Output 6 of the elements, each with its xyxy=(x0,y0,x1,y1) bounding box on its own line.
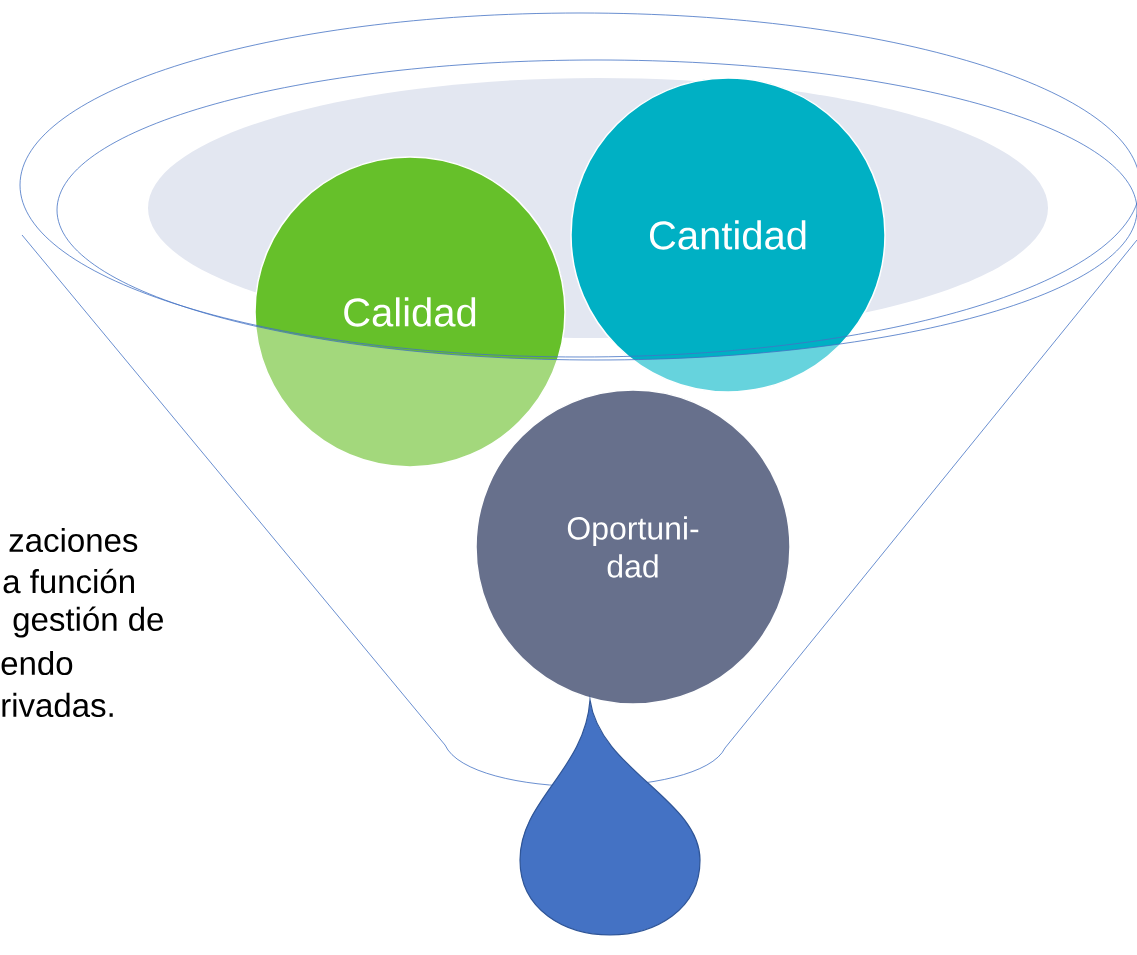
body-text: zaciones xyxy=(9,527,138,553)
body-text: endo xyxy=(1,650,73,676)
body-text: rivadas. xyxy=(2,692,113,718)
water-drop xyxy=(519,699,701,936)
body-text: gestión de xyxy=(13,606,163,638)
body-text: a función xyxy=(3,568,134,594)
